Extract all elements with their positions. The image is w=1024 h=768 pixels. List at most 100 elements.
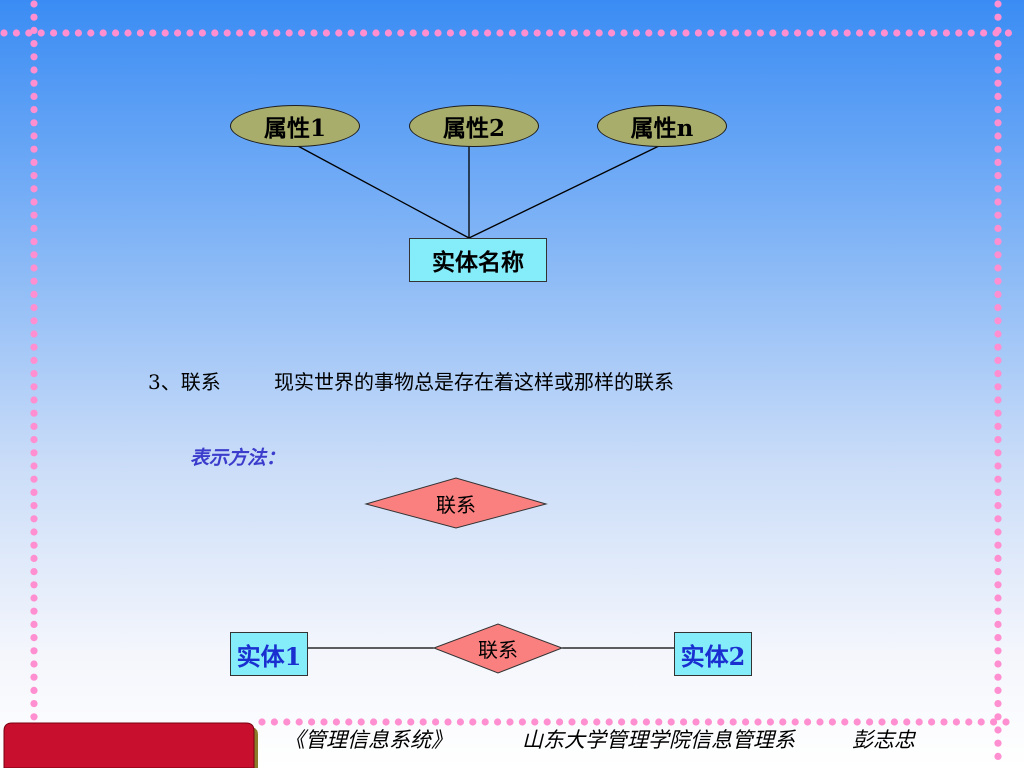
border-dot bbox=[994, 713, 1002, 721]
border-dot bbox=[518, 718, 527, 726]
border-dot bbox=[670, 29, 678, 37]
border-dot bbox=[994, 422, 1002, 430]
border-dot bbox=[816, 718, 824, 726]
attribute-ellipse-1: 属性1 bbox=[230, 105, 360, 147]
border-dot bbox=[618, 718, 626, 726]
border-dot bbox=[471, 29, 479, 37]
border-dot bbox=[994, 475, 1002, 483]
border-dot bbox=[298, 29, 306, 37]
border-dot bbox=[30, 53, 38, 61]
border-dot bbox=[704, 718, 713, 726]
border-dot bbox=[994, 568, 1002, 576]
border-dot bbox=[994, 726, 1002, 734]
relation-example-label: 联系 bbox=[478, 638, 518, 662]
border-dot bbox=[30, 528, 38, 536]
border-dot bbox=[30, 185, 38, 193]
border-dot bbox=[583, 29, 591, 37]
border-dot bbox=[30, 436, 38, 444]
border-dot bbox=[484, 29, 492, 37]
border-dot bbox=[994, 396, 1002, 404]
border-dot bbox=[994, 304, 1002, 312]
border-dot bbox=[30, 251, 38, 259]
border-dot bbox=[994, 330, 1002, 338]
border-dot bbox=[30, 515, 38, 523]
border-dot bbox=[30, 634, 38, 642]
border-dot bbox=[580, 718, 589, 726]
border-dot bbox=[732, 29, 740, 37]
entity-2-label: 实体2 bbox=[680, 641, 746, 671]
border-dot bbox=[965, 718, 973, 726]
border-dot bbox=[360, 29, 368, 37]
border-dot bbox=[30, 330, 38, 338]
border-dot bbox=[30, 264, 38, 272]
border-dot bbox=[994, 0, 1002, 8]
border-dot bbox=[30, 607, 38, 615]
border-dot bbox=[994, 145, 1002, 153]
border-dot bbox=[273, 29, 281, 37]
attribute-label-n: 属性n bbox=[630, 115, 694, 142]
border-dot bbox=[994, 264, 1002, 272]
border-dot bbox=[694, 29, 703, 37]
border-dot bbox=[977, 718, 985, 726]
border-dot bbox=[30, 422, 38, 430]
border-dot bbox=[394, 718, 402, 726]
border-dot bbox=[285, 29, 293, 37]
attribute-ellipse-n: 属性n bbox=[597, 105, 727, 147]
footer-department: 山东大学管理学院信息管理系 bbox=[522, 728, 795, 752]
border-dot bbox=[372, 29, 380, 37]
attribute-ellipse-2: 属性2 bbox=[409, 105, 539, 147]
border-dot bbox=[893, 29, 901, 37]
connector-attrn-entity bbox=[468, 144, 662, 239]
border-dot bbox=[994, 106, 1002, 114]
border-dot bbox=[994, 660, 1002, 668]
border-dot bbox=[345, 718, 353, 726]
border-dot bbox=[30, 686, 38, 695]
border-dot bbox=[655, 718, 663, 726]
border-dot bbox=[382, 718, 390, 726]
border-dot bbox=[994, 185, 1002, 193]
method-label: 表示方法： bbox=[190, 447, 286, 469]
border-dot bbox=[994, 238, 1002, 246]
border-dot bbox=[593, 718, 601, 726]
border-dot bbox=[994, 752, 1002, 761]
border-dot bbox=[74, 29, 82, 37]
border-dot bbox=[332, 718, 340, 726]
connector-lines bbox=[295, 144, 674, 649]
border-dot bbox=[570, 29, 579, 37]
border-dot bbox=[30, 660, 38, 668]
border-dot bbox=[30, 13, 38, 21]
border-dot bbox=[87, 29, 95, 37]
border-dot bbox=[620, 29, 628, 37]
border-dot bbox=[994, 198, 1002, 206]
border-dot bbox=[994, 449, 1002, 457]
border-dot bbox=[994, 343, 1002, 351]
border-dot bbox=[680, 718, 688, 726]
border-dot bbox=[994, 594, 1002, 602]
border-dot bbox=[994, 409, 1002, 417]
border-dot bbox=[994, 620, 1002, 629]
border-dot bbox=[828, 718, 837, 726]
border-dot bbox=[605, 718, 613, 726]
border-dot bbox=[994, 224, 1002, 232]
border-dot bbox=[804, 718, 812, 726]
border-dot bbox=[223, 29, 231, 37]
border-dot bbox=[940, 718, 948, 726]
border-dot bbox=[994, 739, 1002, 747]
border-dot bbox=[558, 29, 566, 37]
border-dot bbox=[407, 718, 415, 726]
border-dot bbox=[994, 634, 1002, 642]
border-dot bbox=[742, 718, 750, 726]
border-dot bbox=[719, 29, 727, 37]
footer-course: 《管理信息系统》 bbox=[284, 728, 452, 752]
border-dot bbox=[30, 198, 38, 206]
section-number: 3、联系 bbox=[148, 370, 221, 394]
border-dot bbox=[30, 370, 38, 378]
border-dot bbox=[30, 713, 38, 721]
border-dot bbox=[707, 29, 715, 37]
border-dot bbox=[994, 673, 1002, 681]
border-dot bbox=[30, 568, 38, 576]
border-dot bbox=[260, 29, 268, 37]
border-dot bbox=[30, 620, 38, 629]
border-dot bbox=[994, 13, 1002, 21]
